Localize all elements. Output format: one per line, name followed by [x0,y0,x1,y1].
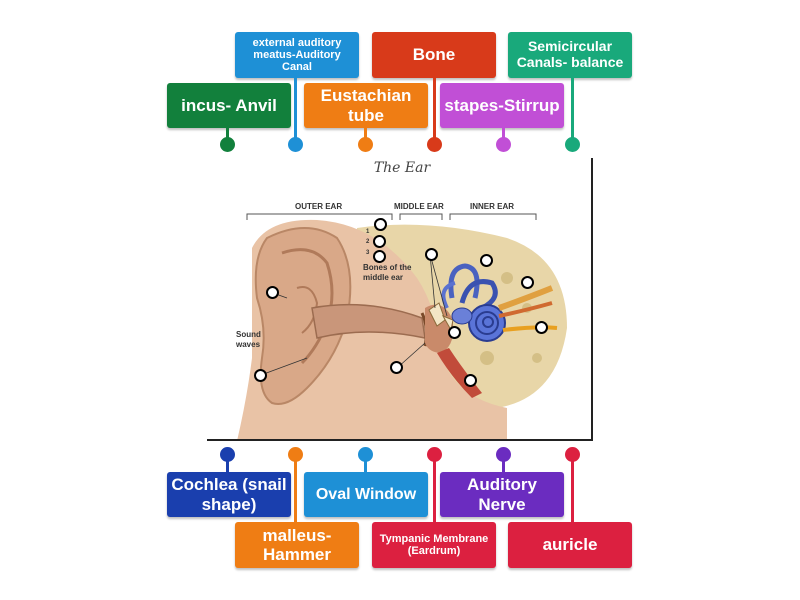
section-outer-ear: OUTER EAR [295,202,343,211]
label-auditory-nerve[interactable]: Auditory Nerve [440,472,564,517]
label-tympanic-membrane[interactable]: Tympanic Membrane (Eardrum) [372,522,496,568]
drop-target-11[interactable] [254,369,267,382]
section-middle-ear: MIDDLE EAR [394,202,444,211]
pin-cochlea[interactable] [220,447,235,462]
pin-malleus[interactable] [288,447,303,462]
pin-line-semicircular [571,78,574,143]
pin-auditory-canal[interactable] [288,137,303,152]
drop-target-12[interactable] [464,374,477,387]
label-eustachian-tube[interactable]: Eustachian tube [304,83,428,128]
drop-target-5[interactable] [480,254,493,267]
drop-target-2[interactable] [373,235,386,248]
pin-bone[interactable] [427,137,442,152]
bone-num-3: 3 [366,250,370,256]
drop-target-3[interactable] [373,250,386,263]
section-inner-ear: INNER EAR [470,202,515,211]
pin-line-cochlea [226,455,229,472]
ear-illustration [237,213,567,441]
pin-semicircular[interactable] [565,137,580,152]
drop-target-10[interactable] [390,361,403,374]
sound-waves-label: Sound waves [236,330,261,349]
pin-line-auditory-canal [294,78,297,143]
pin-auricle[interactable] [565,447,580,462]
diagram-frame-bottom [207,439,593,441]
drop-target-6[interactable] [521,276,534,289]
bones-label: Bones of the middle ear [363,263,412,282]
drop-target-4[interactable] [425,248,438,261]
drop-target-7[interactable] [266,286,279,299]
pin-eustachian[interactable] [358,137,373,152]
drop-target-1[interactable] [374,218,387,231]
drop-target-9[interactable] [448,326,461,339]
pin-line-eustachian [364,128,367,143]
label-cochlea[interactable]: Cochlea (snail shape) [167,472,291,517]
label-malleus-hammer[interactable]: malleus-Hammer [235,522,359,568]
bone-num-2: 2 [366,239,370,245]
pin-oval-window[interactable] [358,447,373,462]
label-bone[interactable]: Bone [372,32,496,78]
pin-tympanic[interactable] [427,447,442,462]
pin-line-stapes [502,128,505,143]
pin-line-auricle [571,455,574,522]
pin-line-tympanic [433,455,436,522]
diagram-frame-right [591,158,593,441]
label-oval-window[interactable]: Oval Window [304,472,428,517]
label-semicircular-canals[interactable]: Semicircular Canals- balance [508,32,632,78]
drop-target-8[interactable] [535,321,548,334]
pin-line-malleus [294,455,297,522]
label-external-auditory-meatus[interactable]: external auditory meatus-Auditory Canal [235,32,359,78]
pin-stapes[interactable] [496,137,511,152]
bone-num-1: 1 [366,229,370,235]
label-auricle[interactable]: auricle [508,522,632,568]
diagram-title: The Ear [373,160,431,176]
pin-line-oval-window [364,455,367,472]
ear-diagram [207,158,594,441]
label-incus-anvil[interactable]: incus- Anvil [167,83,291,128]
pin-incus[interactable] [220,137,235,152]
pin-line-incus [226,128,229,143]
pin-line-bone [433,78,436,143]
label-stapes-stirrup[interactable]: stapes-Stirrup [440,83,564,128]
pin-auditory-nerve[interactable] [496,447,511,462]
pin-line-auditory-nerve [502,455,505,472]
